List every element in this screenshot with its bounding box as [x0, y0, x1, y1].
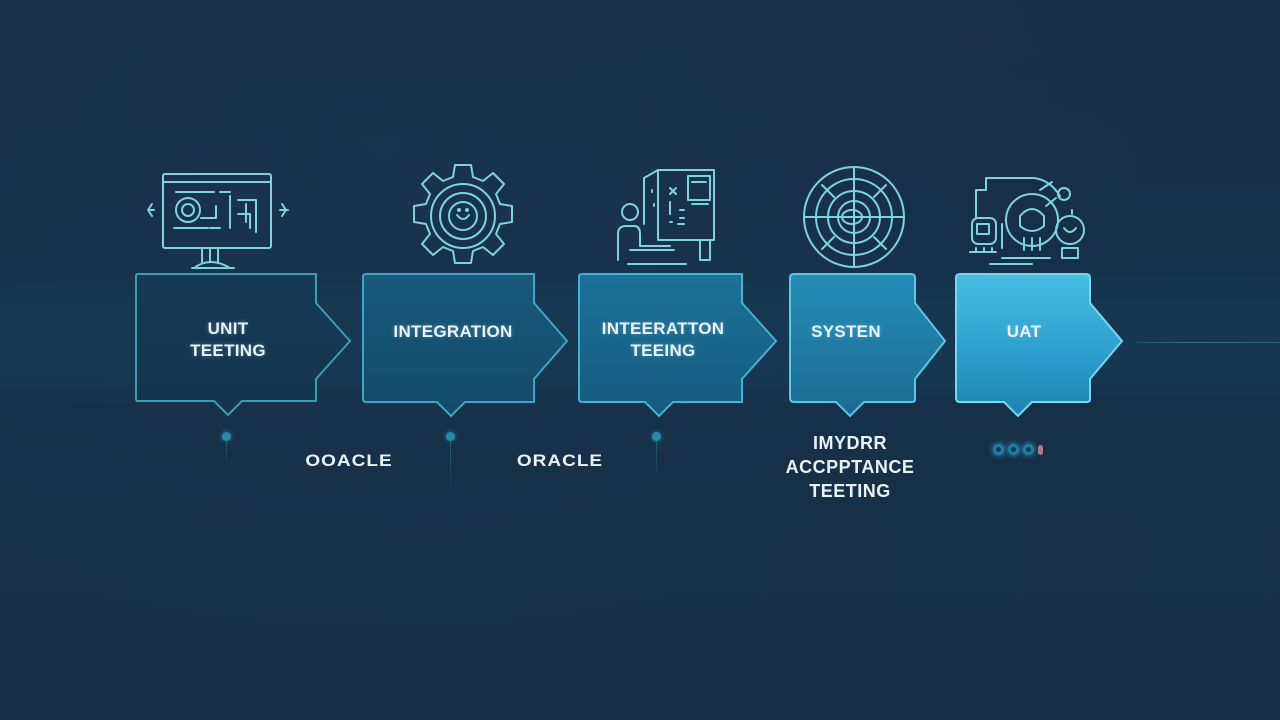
step-label-line: SYSTEN	[811, 322, 881, 341]
acceptance-label-line: TEETING	[809, 481, 891, 501]
acceptance-label-line: ACCPPTANCE	[785, 457, 915, 477]
step-label-line: TEETING	[190, 341, 266, 360]
step-label: INTEGRATION	[373, 321, 533, 343]
brand-label: ORACLE	[516, 452, 604, 471]
chevron-box-shape	[789, 273, 947, 418]
chevron-box-shape	[135, 273, 352, 417]
monitor-code-icon	[147, 173, 289, 269]
status-dot-icon	[1008, 444, 1019, 455]
brand-label: OOACLE	[305, 452, 393, 471]
user-acceptance-cluster-icon	[969, 177, 1085, 265]
flow-tail-line	[1135, 342, 1280, 343]
step-marker-dot	[222, 432, 231, 441]
step-label: INTEERATTON TEEING	[583, 318, 743, 362]
acceptance-testing-label: IMYDRR ACCPPTANCE TEETING	[770, 431, 930, 503]
step-label: UNIT TEETING	[154, 318, 302, 362]
status-dot-icon	[1038, 444, 1043, 455]
step-marker-dot	[446, 432, 455, 441]
chevron-box-shape	[955, 273, 1124, 418]
step-label-line: INTEGRATION	[393, 322, 513, 341]
chevron-box-shape	[578, 273, 778, 418]
radar-target-icon	[803, 166, 905, 268]
step-system[interactable]: SYSTEN	[788, 273, 950, 419]
person-at-server-icon	[617, 169, 715, 265]
step-integration-testing[interactable]: INTEERATTON TEEING	[577, 273, 781, 419]
step-label: SYSTEN	[796, 321, 896, 343]
step-uat[interactable]: UAT	[954, 273, 1126, 419]
step-label-line: TEEING	[630, 341, 696, 360]
marker-line	[656, 442, 657, 478]
step-label-line: UNIT	[207, 319, 249, 338]
status-dot-icon	[993, 444, 1004, 455]
acceptance-label-line: IMYDRR	[813, 433, 887, 453]
step-label-line: UAT	[1006, 322, 1042, 341]
status-dot-icon	[1023, 444, 1034, 455]
step-label-line: INTEERATTON	[601, 319, 725, 338]
step-label: UAT	[974, 321, 1074, 343]
chevron-box-shape	[362, 273, 569, 418]
uat-status-dots	[993, 444, 1043, 455]
step-marker-dot	[652, 432, 661, 441]
gear-icon	[413, 164, 513, 264]
marker-line	[226, 442, 227, 464]
step-integration[interactable]: INTEGRATION	[361, 273, 571, 419]
marker-line	[450, 442, 451, 494]
step-unit-testing[interactable]: UNIT TEETING	[134, 273, 354, 419]
